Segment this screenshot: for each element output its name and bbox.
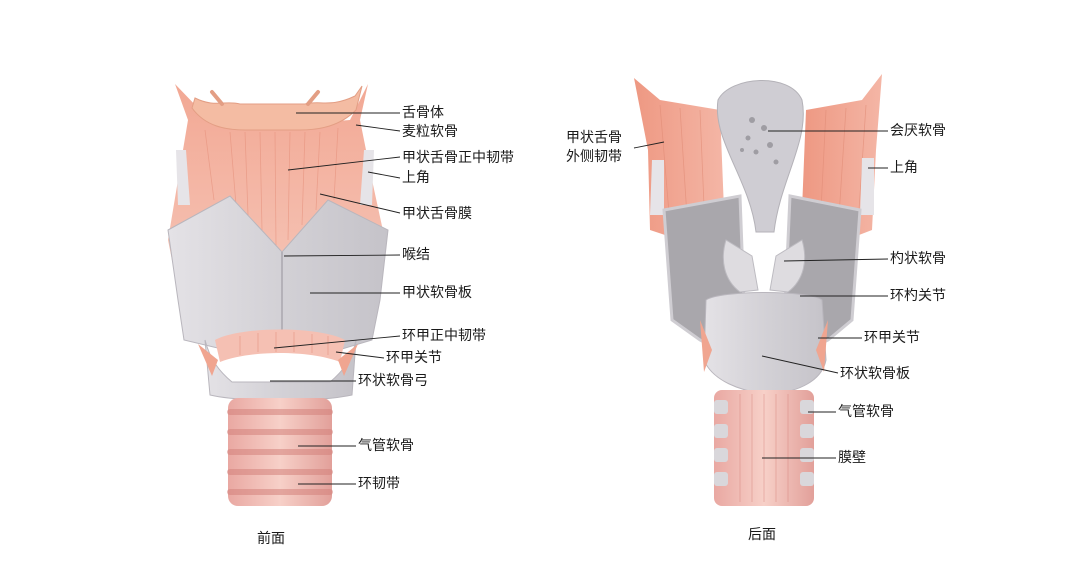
- label-lateral-thyrohyoid-ligament-line1: 甲状舌骨: [566, 130, 622, 146]
- caption-front: 前面: [257, 531, 285, 547]
- label-laryngeal-prominence: 喉结: [402, 247, 430, 263]
- label-thyroid-lamina: 甲状软骨板: [402, 285, 472, 301]
- back-arytenoid-left: [722, 239, 759, 293]
- label-back-cricothyroid-joint: 环甲关节: [864, 330, 920, 346]
- label-epiglottic-cartilage: 会厌软骨: [890, 123, 946, 139]
- back-superior-horn-right: [860, 158, 874, 215]
- label-back-tracheal-cartilage: 气管软骨: [838, 404, 894, 420]
- label-front-cricothyroid-joint: 环甲关节: [386, 350, 442, 366]
- label-cricoid-lamina: 环状软骨板: [840, 366, 910, 382]
- label-thyrohyoid-membrane: 甲状舌骨膜: [402, 206, 472, 222]
- label-front-tracheal-cartilage: 气管软骨: [358, 438, 414, 454]
- back-superior-horn-left: [650, 160, 664, 215]
- front-view: [167, 84, 389, 506]
- front-superior-horn-left: [176, 150, 190, 205]
- label-annular-ligament: 环韧带: [358, 476, 400, 492]
- label-cricoarytenoid-joint: 环杓关节: [890, 288, 946, 304]
- label-front-superior-horn: 上角: [402, 170, 430, 186]
- label-arytenoid-cartilage: 杓状软骨: [890, 251, 946, 267]
- back-view: [634, 74, 882, 506]
- label-triticeous-cartilage: 麦粒软骨: [402, 124, 458, 140]
- front-hyoid-body: [191, 85, 363, 131]
- front-hyoid-tubercles: [210, 90, 320, 106]
- caption-back: 后面: [748, 527, 776, 543]
- front-tracheal-rings: [227, 409, 333, 495]
- label-median-thyrohyoid-ligament: 甲状舌骨正中韧带: [402, 150, 514, 166]
- label-lateral-thyrohyoid-ligament-line2: 外侧韧带: [566, 149, 622, 165]
- label-cricoid-arch: 环状软骨弓: [358, 373, 428, 389]
- front-cricothyroid-ligament: [215, 329, 345, 362]
- label-median-cricothyroid-ligament: 环甲正中韧带: [402, 328, 486, 344]
- label-back-superior-horn: 上角: [890, 160, 918, 176]
- label-membranous-wall: 膜壁: [838, 450, 866, 466]
- leader-lines: [270, 112, 889, 485]
- front-superior-horn-right: [360, 150, 374, 205]
- label-hyoid-body: 舌骨体: [402, 105, 444, 121]
- back-cricoid-lamina: [703, 292, 827, 395]
- back-tracheal-cartilage-ends: [714, 400, 814, 486]
- back-epiglottis: [716, 80, 804, 233]
- back-epiglottis-pits: [740, 117, 779, 165]
- back-arytenoid-right: [769, 239, 806, 293]
